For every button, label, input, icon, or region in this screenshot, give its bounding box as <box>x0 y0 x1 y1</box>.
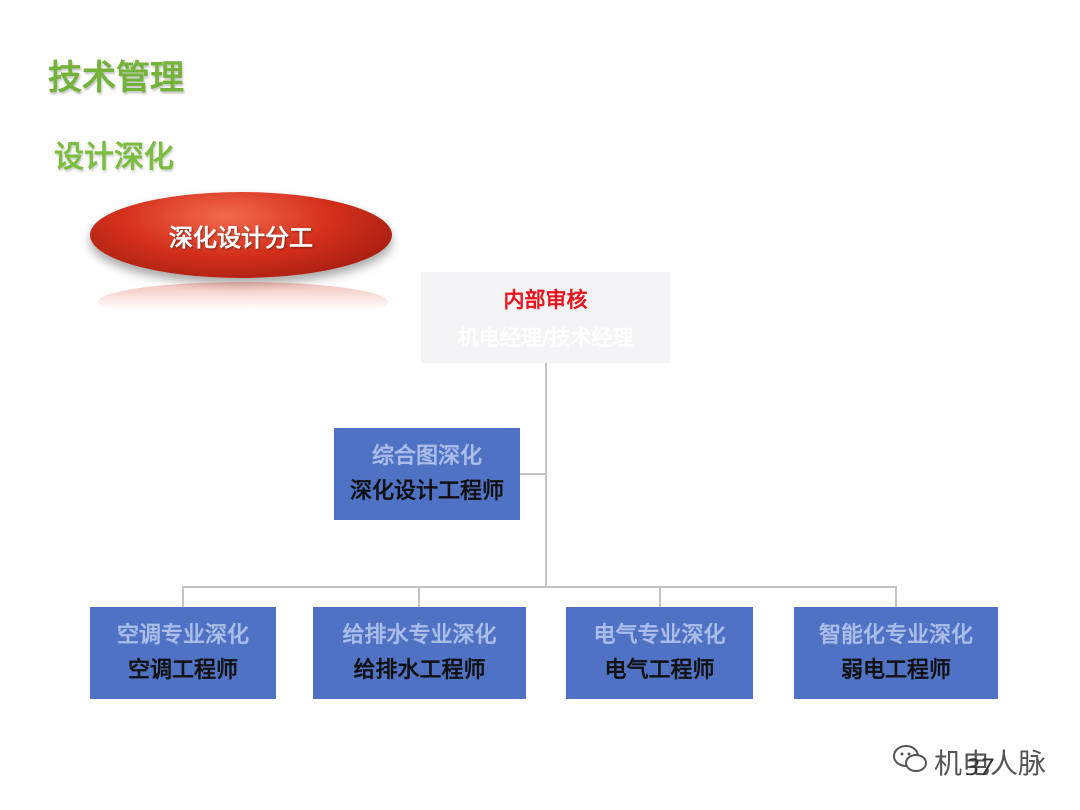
node-composite-drawing-role: 深化设计工程师 <box>349 479 504 504</box>
node-internal-review: 内部审核 机电经理/技术经理 <box>421 272 670 363</box>
section-badge-label: 深化设计分工 <box>169 223 313 252</box>
watermark-text: 机电人脉 <box>934 747 1047 780</box>
node-electrical-role: 电气工程师 <box>604 658 715 683</box>
node-intelligent-role: 弱电工程师 <box>840 658 951 683</box>
node-plumbing: 给排水专业深化 给排水工程师 <box>313 607 526 699</box>
node-intelligent-title: 智能化专业深化 <box>818 622 973 648</box>
node-plumbing-role: 给排水工程师 <box>353 658 486 683</box>
connector-drop-4 <box>895 586 897 607</box>
node-plumbing-title: 给排水专业深化 <box>342 622 497 648</box>
page-subtitle: 设计深化 <box>54 140 174 175</box>
page-title: 技术管理 <box>48 58 184 98</box>
connector-drop-2 <box>418 586 420 607</box>
node-internal-review-role: 机电经理/技术经理 <box>457 325 634 350</box>
section-badge: 深化设计分工 <box>90 192 392 278</box>
node-composite-drawing: 综合图深化 深化设计工程师 <box>334 428 520 520</box>
section-badge-reflection <box>98 282 388 322</box>
node-hvac-title: 空调专业深化 <box>116 622 249 648</box>
wechat-icon <box>892 744 928 781</box>
node-composite-drawing-title: 综合图深化 <box>371 443 482 469</box>
connector-drop-3 <box>659 586 661 607</box>
node-electrical-title: 电气专业深化 <box>593 622 726 648</box>
connector-bottom-bus <box>182 586 897 588</box>
page-number: 37 <box>966 756 994 781</box>
node-hvac: 空调专业深化 空调工程师 <box>90 607 276 699</box>
node-internal-review-title: 内部审核 <box>503 287 588 312</box>
node-intelligent: 智能化专业深化 弱电工程师 <box>794 607 998 699</box>
node-hvac-role: 空调工程师 <box>127 658 238 683</box>
connector-trunk <box>545 363 547 587</box>
connector-drop-1 <box>182 586 184 607</box>
watermark: 机电人脉 <box>892 742 1046 782</box>
connector-middle-branch <box>520 473 546 475</box>
node-electrical: 电气专业深化 电气工程师 <box>566 607 753 699</box>
